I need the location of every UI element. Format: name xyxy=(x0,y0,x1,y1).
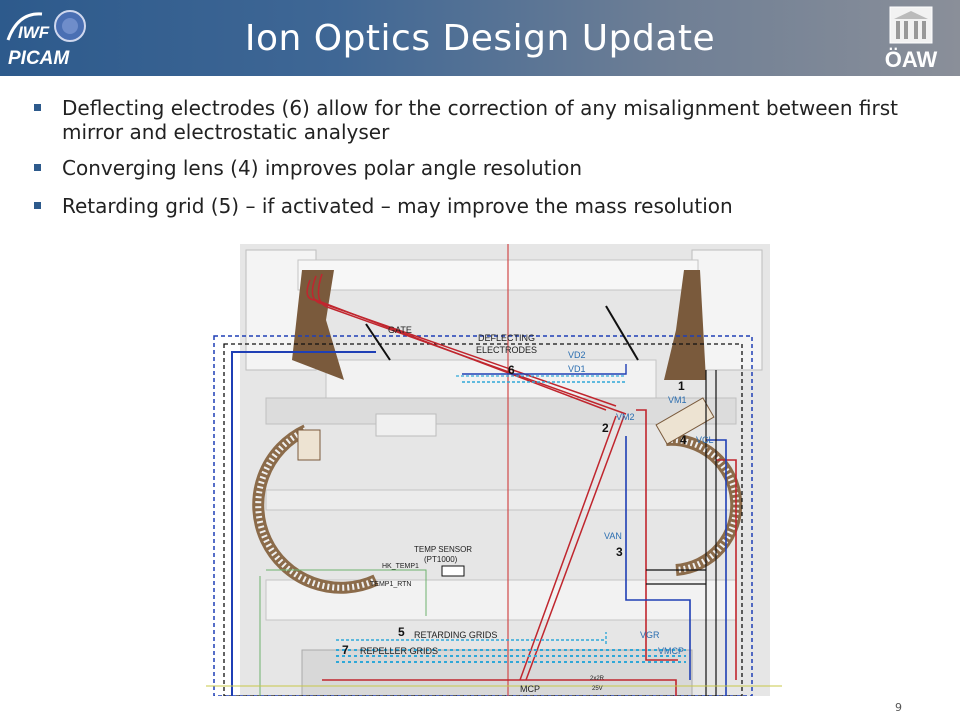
bullet-list: Deflecting electrodes (6) allow for the … xyxy=(34,96,934,232)
ion-optics-schematic: GATE DEFLECTING ELECTRODES VD2 VD1 6 1 V… xyxy=(206,244,782,696)
bullet-item: Converging lens (4) improves polar angle… xyxy=(34,156,934,180)
label-number-1: 1 xyxy=(678,379,685,393)
lens-block-left xyxy=(375,413,437,437)
temp-sensor-resistor xyxy=(441,565,465,577)
ion-beam-down-1 xyxy=(519,415,617,681)
left-small-electrode xyxy=(297,429,321,461)
detector-block xyxy=(301,649,693,696)
bullet-square-icon xyxy=(34,202,41,209)
label-van: VAN xyxy=(604,531,622,541)
label-number-6: 6 xyxy=(508,363,515,377)
label-hk-temp1: HK_TEMP1 xyxy=(382,563,419,570)
repeller-grid-lines xyxy=(336,649,686,663)
label-number-7: 7 xyxy=(342,643,349,657)
wiring-outer-blue xyxy=(213,335,753,696)
label-vd1: VD1 xyxy=(568,364,586,374)
label-retarding-grids: RETARDING GRIDS xyxy=(414,630,497,640)
wire-gate-blue xyxy=(231,351,376,696)
label-vgr: VGR xyxy=(640,630,660,640)
bullet-text: Deflecting electrodes (6) allow for the … xyxy=(62,96,898,144)
label-2x2r: 2x2R xyxy=(590,676,605,682)
bullet-square-icon xyxy=(34,164,41,171)
title-bar: IWF PICAM Ion Optics Design Update ÖAW xyxy=(0,0,960,76)
bullet-item: Deflecting electrodes (6) allow for the … xyxy=(34,96,934,144)
top-plate xyxy=(297,259,699,291)
label-gate: GATE xyxy=(388,325,412,335)
label-vmcp: VMCP xyxy=(658,646,684,656)
label-vm1: VM1 xyxy=(668,395,687,405)
logo-iwf-text: IWF xyxy=(18,23,50,42)
logo-picam-text: PICAM xyxy=(8,48,70,69)
ion-beam-down-2 xyxy=(525,415,625,681)
bullet-square-icon xyxy=(34,104,41,111)
lower-plate xyxy=(265,489,737,511)
label-number-2: 2 xyxy=(602,421,609,435)
label-temp-sensor: TEMP SENSOR xyxy=(414,545,472,554)
oaw-logo: ÖAW xyxy=(885,6,938,71)
deck-plate xyxy=(265,397,737,425)
label-number-3: 3 xyxy=(616,545,623,559)
temp-rtn-wire xyxy=(266,569,427,616)
gate-line xyxy=(365,323,391,361)
mirror-electrode-right xyxy=(664,270,706,380)
label-deflecting: DEFLECTING xyxy=(478,333,535,343)
label-temp1-rtn: TEMP1_RTN xyxy=(370,581,412,588)
label-number-5: 5 xyxy=(398,625,405,639)
page-title: Ion Optics Design Update xyxy=(244,18,716,59)
mcp-wire xyxy=(322,679,677,696)
ion-beam-path-2 xyxy=(311,275,617,407)
bullet-text: Retarding grid (5) – if activated – may … xyxy=(62,194,733,218)
iwf-picam-logo: IWF PICAM xyxy=(6,10,86,69)
label-vm2: VM2 xyxy=(616,412,635,422)
label-mcp: MCP xyxy=(520,684,540,694)
ion-beam-path-3 xyxy=(317,273,627,415)
label-number-4: 4 xyxy=(680,433,687,447)
label-repeller-grids: REPELLER GRIDS xyxy=(360,646,438,656)
label-25v: 25V xyxy=(592,686,603,692)
page-number: 9 xyxy=(895,701,902,714)
bullet-item: Retarding grid (5) – if activated – may … xyxy=(34,194,934,218)
label-vcl: VCL xyxy=(696,435,714,445)
logo-oaw-text: ÖAW xyxy=(885,47,938,71)
deflector-plate-line xyxy=(605,305,639,361)
wiring-outer-black xyxy=(223,343,743,696)
label-vd2: VD2 xyxy=(568,350,586,360)
converging-lens-electrode xyxy=(655,397,715,445)
label-electrodes: ELECTRODES xyxy=(476,345,537,355)
label-pt1000: (PT1000) xyxy=(424,555,458,564)
bullet-text: Converging lens (4) improves polar angle… xyxy=(62,156,582,180)
